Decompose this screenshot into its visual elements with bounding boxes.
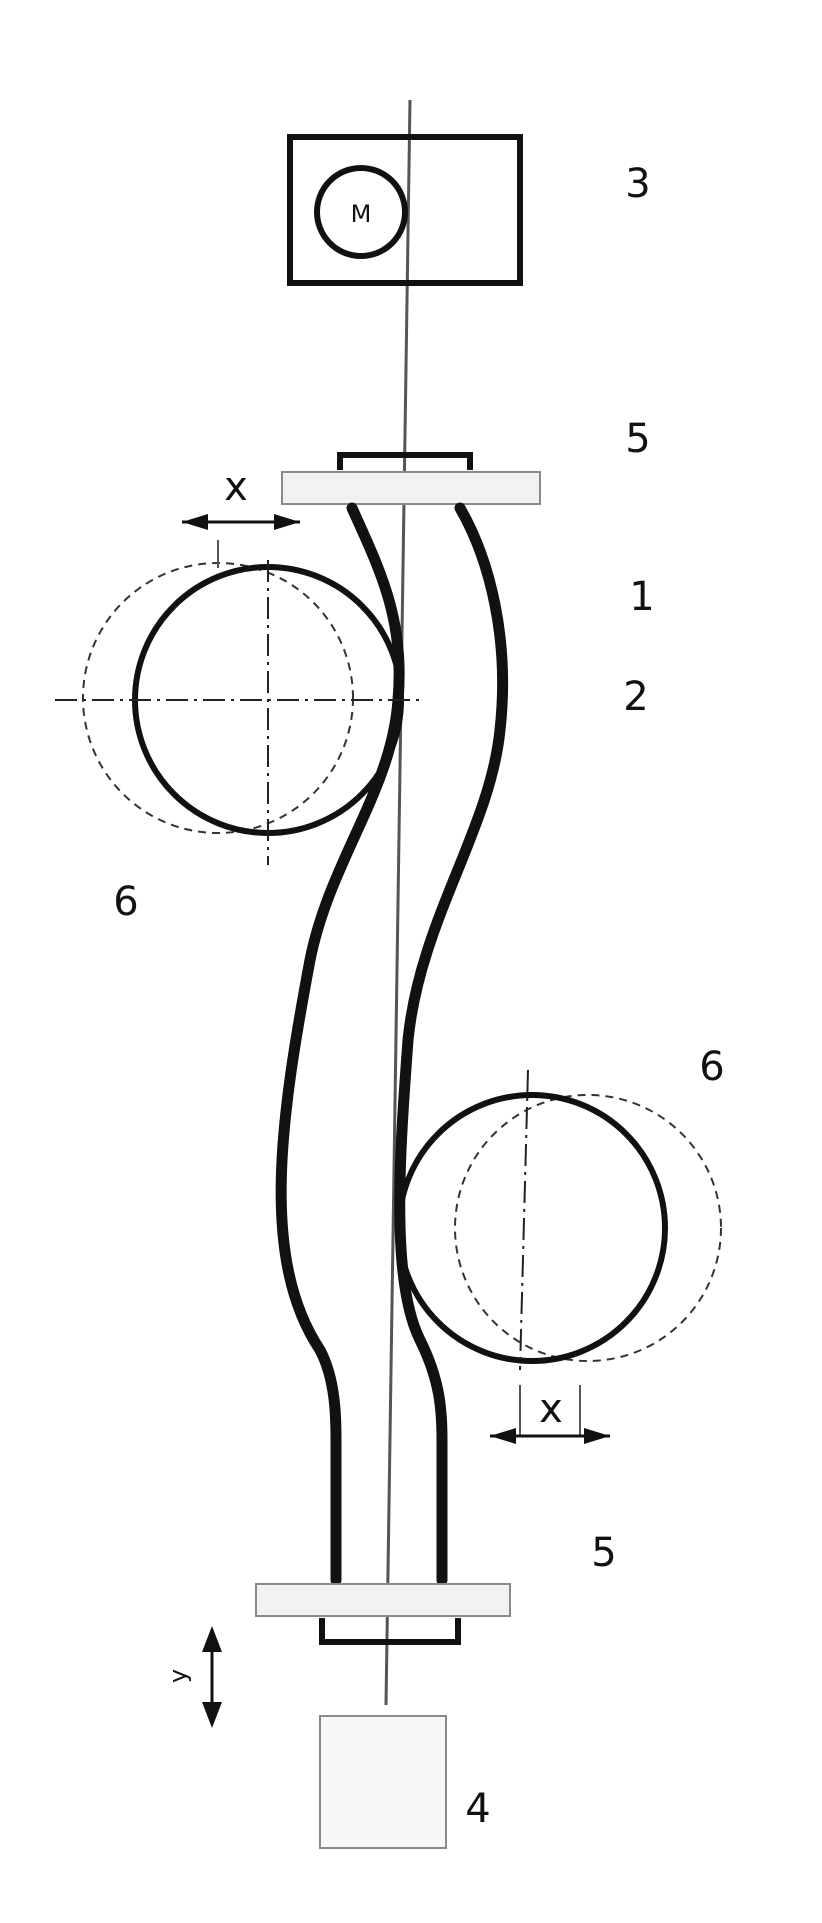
offset-bottom-arrow-right — [584, 1428, 610, 1444]
top-clamp-cap — [337, 452, 473, 470]
offset-bottom-dimension: x — [490, 1385, 610, 1444]
travel-y-arrow-up — [202, 1626, 222, 1652]
bottom-clamp-plate — [255, 1583, 511, 1617]
tube-right-wall — [394, 502, 509, 1586]
offset-top-arrow-right — [274, 514, 300, 530]
ref-clamp-top: 5 — [625, 416, 650, 462]
roller-right-displaced-outline — [454, 1094, 722, 1362]
top-clamp — [281, 452, 541, 505]
bottom-clamp-cap — [319, 1618, 461, 1645]
offset-top-dimension: x — [182, 464, 300, 568]
central-wire — [384, 99, 412, 1706]
ref-tube: 1 — [629, 574, 654, 620]
offset-bottom-arrow-left — [490, 1428, 516, 1444]
travel-y-indicator: y — [164, 1626, 222, 1728]
motor-symbol-label: M — [351, 200, 372, 228]
ref-wire: 2 — [623, 674, 648, 720]
ref-motor: 3 — [625, 161, 650, 207]
motor-unit: M — [287, 134, 523, 286]
offset-top-arrow-left — [182, 514, 208, 530]
bottom-clamp — [255, 1583, 511, 1645]
ref-roller-right: 6 — [699, 1044, 724, 1090]
top-clamp-plate — [281, 471, 541, 505]
roller-left-displaced-outline — [82, 562, 354, 834]
roller-right-circle — [396, 1092, 668, 1364]
ref-weight: 4 — [465, 1786, 490, 1832]
roller-right — [396, 1069, 722, 1371]
motor-symbol-circle — [314, 165, 408, 259]
offset-top-label: x — [224, 464, 248, 510]
ref-clamp-bottom: 5 — [591, 1530, 616, 1576]
roller-right-vertical-axis — [519, 1069, 529, 1371]
travel-y-label: y — [164, 1669, 192, 1683]
offset-bottom-label: x — [539, 1386, 563, 1432]
travel-y-arrow-down — [202, 1702, 222, 1728]
tube-left-wall — [275, 502, 405, 1586]
motor-housing — [287, 134, 523, 286]
ref-roller-left: 6 — [113, 879, 138, 925]
weight-block — [319, 1715, 447, 1849]
